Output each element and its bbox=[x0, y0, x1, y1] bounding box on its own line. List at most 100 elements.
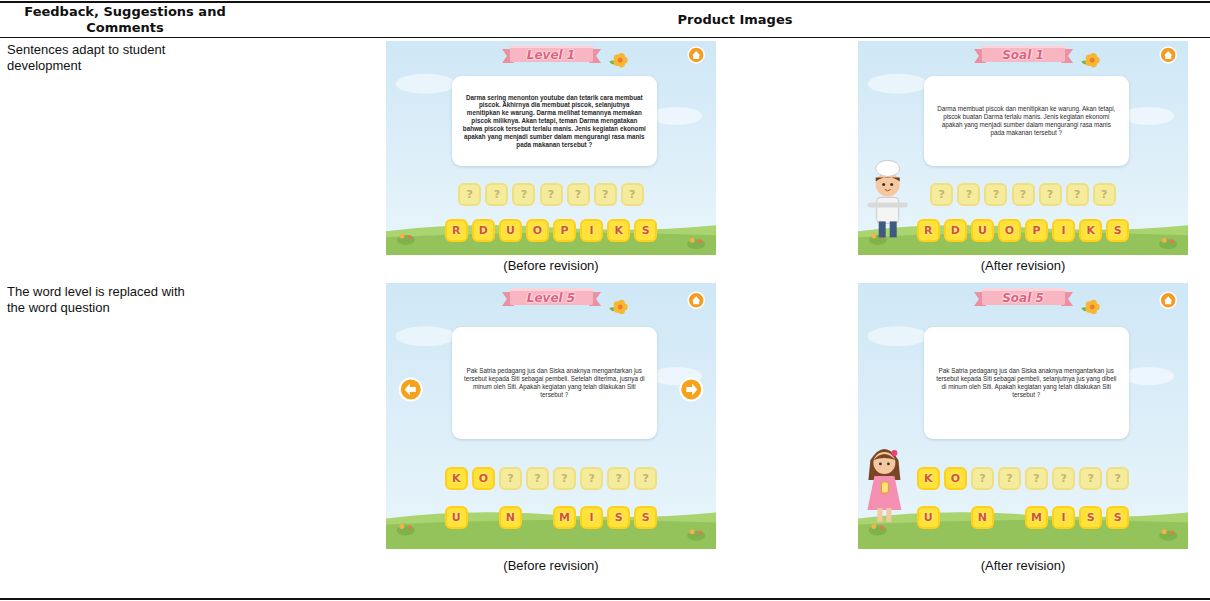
answer-slot: ? bbox=[580, 467, 603, 490]
leg bbox=[877, 508, 882, 522]
answer-slot-text: ? bbox=[1033, 472, 1039, 485]
answer-slot: ? bbox=[621, 183, 644, 206]
letter-tile: O bbox=[526, 219, 549, 242]
table-rule bbox=[0, 37, 1210, 38]
letter-tile-text: P bbox=[560, 224, 568, 237]
letter-tile-text: O bbox=[479, 472, 488, 485]
bush-flower bbox=[698, 239, 702, 243]
leg bbox=[890, 221, 897, 237]
ribbon-shine bbox=[981, 45, 1064, 48]
answer-slot-text: ? bbox=[494, 188, 500, 201]
letter-tile-text: O bbox=[1005, 224, 1014, 237]
letter-tile-text: I bbox=[1062, 224, 1066, 237]
bush-flower bbox=[1162, 529, 1167, 534]
grass bbox=[858, 520, 1188, 549]
flower-center bbox=[1090, 58, 1095, 63]
game-screen bbox=[858, 283, 1188, 549]
cloud bbox=[396, 74, 456, 94]
letter-tile: N bbox=[499, 506, 522, 529]
nav-arrow-button bbox=[680, 378, 702, 400]
table-rule bbox=[0, 1, 1210, 3]
bush-flower bbox=[871, 524, 876, 529]
answer-slot: ? bbox=[1093, 183, 1116, 206]
grass bbox=[858, 233, 1188, 255]
answer-slot-text: ? bbox=[979, 472, 985, 485]
letter-tile-text: I bbox=[1062, 511, 1066, 524]
letter-tile: M bbox=[553, 506, 576, 529]
chef-coat bbox=[877, 197, 899, 223]
answer-slot-text: ? bbox=[1087, 472, 1093, 485]
table-rule bbox=[0, 598, 1210, 600]
title-banner: Soal 5 bbox=[974, 287, 1073, 309]
letter-tile-text: R bbox=[452, 224, 460, 237]
answer-slot-text: ? bbox=[629, 188, 635, 201]
answer-slot: ? bbox=[499, 467, 522, 490]
letter-tile-text: S bbox=[642, 511, 650, 524]
answer-slot-text: ? bbox=[615, 472, 621, 485]
caption: (Before revision) bbox=[386, 258, 716, 274]
bush-flower bbox=[880, 525, 884, 529]
answer-slot-text: ? bbox=[561, 472, 567, 485]
letter-tile: K bbox=[917, 467, 940, 490]
bush-flower bbox=[399, 524, 404, 529]
letter-tile-text: U bbox=[978, 224, 987, 237]
letter-tile-text: I bbox=[590, 224, 594, 237]
letter-tile: U bbox=[499, 219, 522, 242]
answer-slot: ? bbox=[1012, 183, 1035, 206]
letter-tile: I bbox=[580, 219, 603, 242]
answer-slot-text: ? bbox=[534, 472, 540, 485]
face bbox=[873, 452, 895, 474]
title-banner-text: Soal 5 bbox=[974, 287, 1073, 309]
letter-tile: P bbox=[1025, 219, 1048, 242]
home-button bbox=[1160, 292, 1176, 308]
answer-slot: ? bbox=[458, 183, 481, 206]
title-banner-text: Level 1 bbox=[502, 44, 601, 66]
grass bbox=[858, 225, 1188, 255]
bush-flower bbox=[698, 531, 702, 535]
answer-slot-text: ? bbox=[588, 472, 594, 485]
answer-slot-text: ? bbox=[548, 188, 554, 201]
answer-slot-text: ? bbox=[521, 188, 527, 201]
hair bbox=[876, 177, 900, 182]
answer-slot: ? bbox=[607, 467, 630, 490]
bush-flower bbox=[690, 529, 695, 534]
leg bbox=[879, 221, 886, 237]
letter-tile: M bbox=[1025, 506, 1048, 529]
question-panel-text: Pak Satria pedagang jus dan Siska anakny… bbox=[462, 367, 647, 399]
tray bbox=[868, 202, 908, 207]
caption: (Before revision) bbox=[386, 558, 716, 574]
question-panel-text: Darma sering menonton youtube dan tetari… bbox=[462, 94, 647, 149]
letter-tile-text: M bbox=[559, 511, 570, 524]
bush-flower bbox=[1162, 238, 1167, 243]
title-banner: Level 1 bbox=[502, 44, 601, 66]
home-button bbox=[688, 47, 704, 63]
header-cell: Feedback, Suggestions and Comments bbox=[5, 4, 245, 36]
letter-tile: S bbox=[1106, 219, 1129, 242]
answer-slot: ? bbox=[526, 467, 549, 490]
letter-tile: I bbox=[1052, 506, 1075, 529]
letter-tile-text: S bbox=[1087, 511, 1095, 524]
answer-slot-text: ? bbox=[1020, 188, 1026, 201]
question-panel-text: Darma membuat piscok dan menitipkan ke w… bbox=[934, 105, 1119, 137]
answer-slot-text: ? bbox=[1060, 472, 1066, 485]
screen-background bbox=[858, 41, 1188, 255]
letter-tile: S bbox=[607, 506, 630, 529]
title-banner-text: Soal 1 bbox=[974, 44, 1073, 66]
answer-slot-text: ? bbox=[575, 188, 581, 201]
letter-tile-text: S bbox=[1114, 511, 1122, 524]
answer-slot: ? bbox=[567, 183, 590, 206]
title-banner: Level 5 bbox=[502, 287, 601, 309]
letter-tile-text: U bbox=[924, 511, 933, 524]
answer-slot: ? bbox=[485, 183, 508, 206]
eye bbox=[890, 183, 893, 186]
answer-slot: ? bbox=[594, 183, 617, 206]
answer-slot-text: ? bbox=[507, 472, 513, 485]
bush-flower bbox=[1170, 239, 1174, 243]
hair bbox=[868, 449, 900, 480]
cloud bbox=[396, 326, 456, 346]
letter-tile: K bbox=[1079, 219, 1102, 242]
letter-tile-text: K bbox=[452, 472, 461, 485]
letter-tile-text: K bbox=[924, 472, 933, 485]
title-banner-text: Level 5 bbox=[502, 287, 601, 309]
letter-tile-text: P bbox=[1032, 224, 1040, 237]
